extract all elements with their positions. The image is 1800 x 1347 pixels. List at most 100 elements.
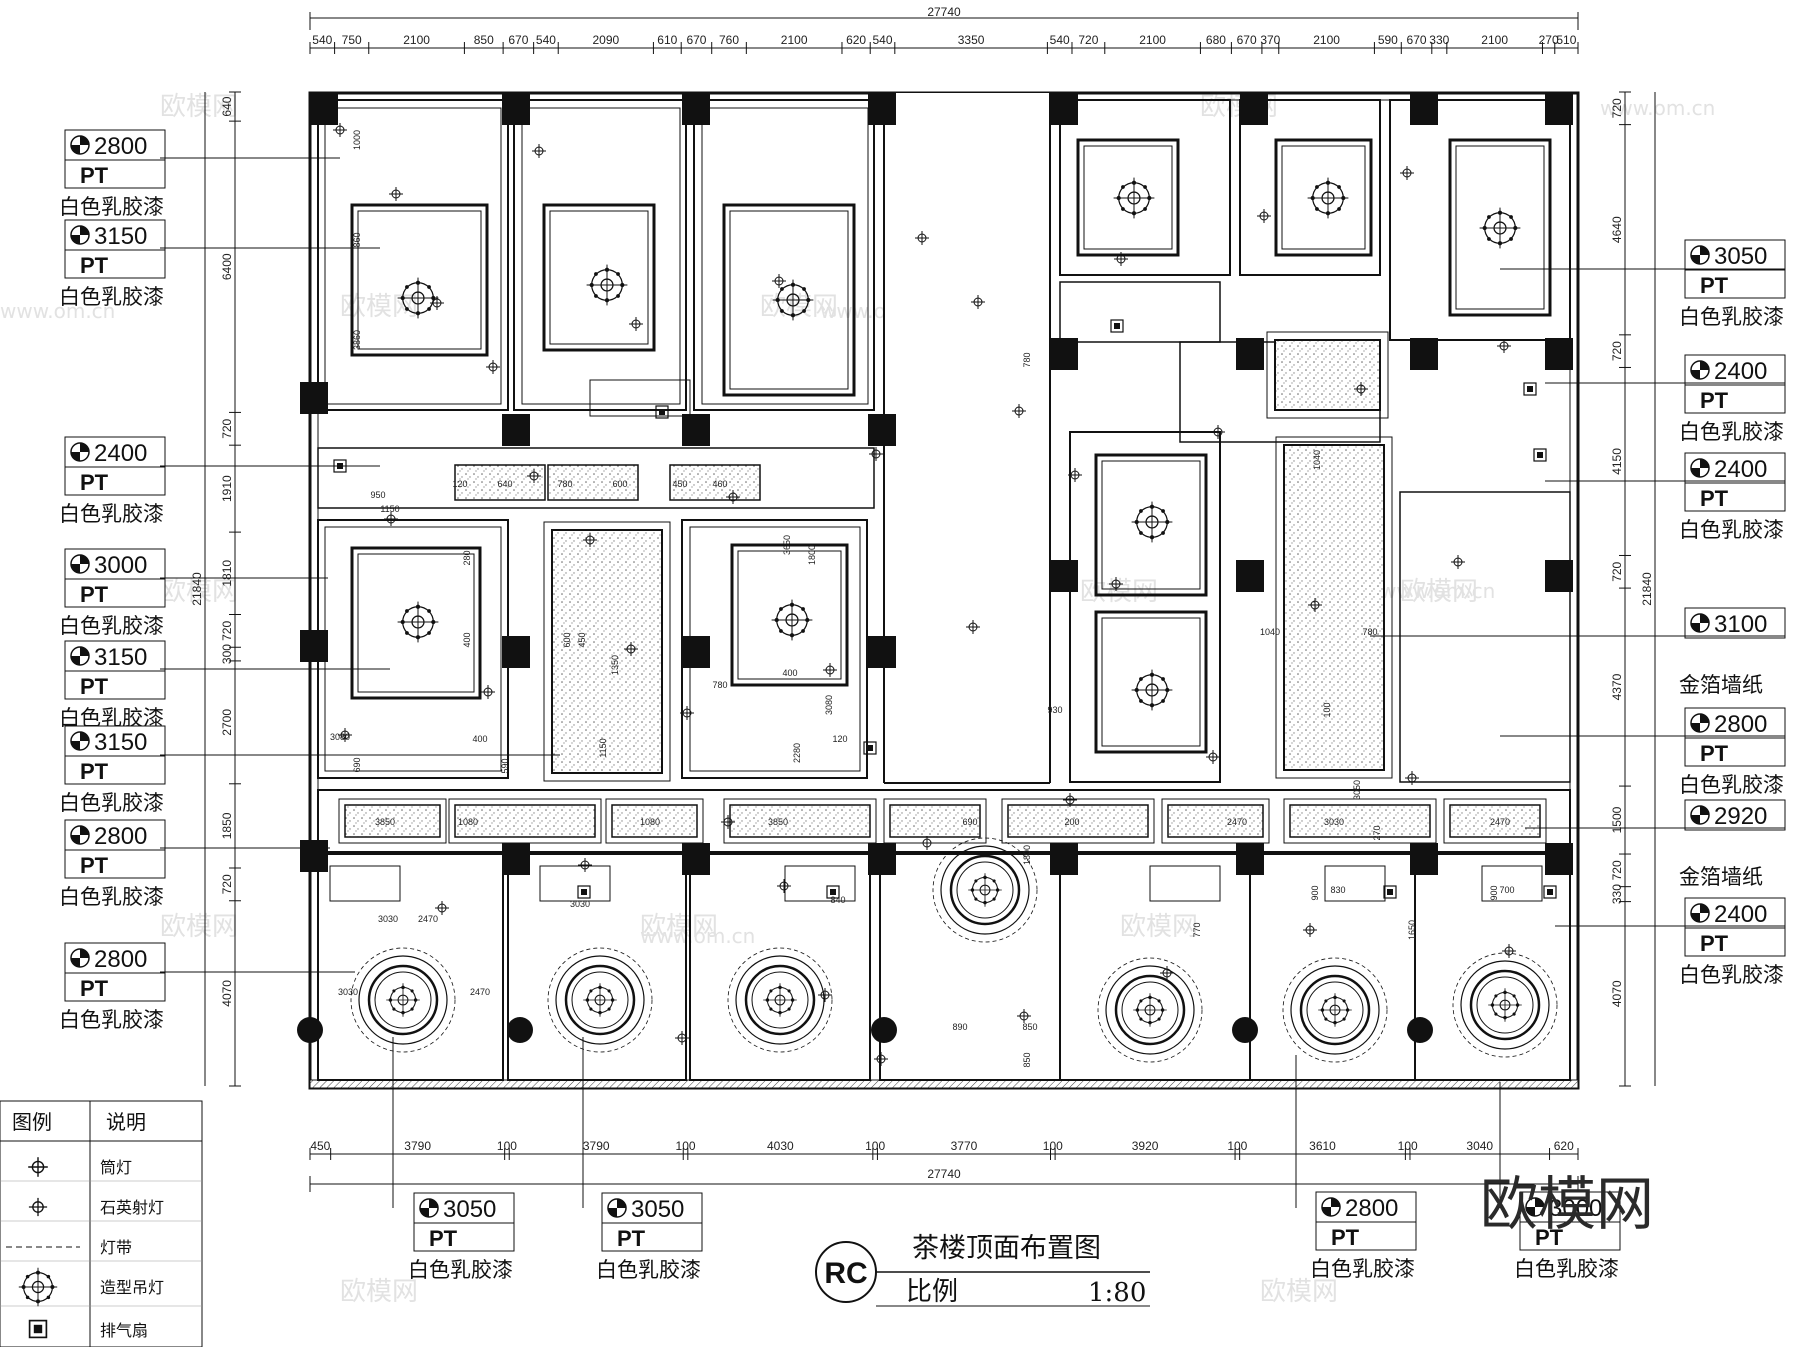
faint-watermark: 欧模网 — [1120, 912, 1198, 942]
downlight-icon — [1205, 749, 1221, 765]
private-room-m — [879, 853, 1061, 1081]
inner-dim-label: 3050 — [1352, 780, 1362, 800]
tag-height: 3050 — [443, 1196, 496, 1223]
drawing-title: 茶楼顶面布置图 — [912, 1233, 1101, 1264]
faint-watermark-url: www.om.cn — [640, 924, 755, 948]
tag-height: 2800 — [94, 823, 147, 850]
inner-dim-label: 450 — [672, 479, 687, 489]
corridor-panel — [1167, 804, 1264, 838]
inner-dim-label: 270 — [1372, 825, 1382, 840]
tag-height: 2800 — [94, 133, 147, 160]
round-chandelier-icon — [548, 948, 652, 1052]
chandelier-icon — [1478, 206, 1522, 250]
downlight-icon — [383, 511, 399, 527]
tag-description: 白色乳胶漆 — [1514, 1257, 1619, 1281]
downlight-icon — [434, 900, 450, 916]
tag-height: 3050 — [1714, 243, 1767, 270]
elevation-symbol-icon — [70, 948, 90, 968]
inner-dim-label: 1650 — [1407, 920, 1417, 940]
panel-frame — [605, 798, 704, 844]
inner-dim-label: 3850 — [375, 817, 395, 827]
bottom-dim-label: 3610 — [1309, 1139, 1336, 1153]
utility-area — [589, 379, 691, 417]
gold-foil-panels — [543, 331, 1393, 782]
room-outline — [729, 210, 849, 390]
inner-dim-label: 600 — [612, 479, 627, 489]
column — [1545, 843, 1573, 875]
elevation-symbol-icon — [1321, 1197, 1341, 1217]
elevation-symbol-icon — [607, 1198, 627, 1218]
exhaust-fan-icon — [863, 741, 877, 755]
left-dim-label: 720 — [220, 418, 234, 438]
inner-dim-label: 700 — [1499, 885, 1514, 895]
tag-description: 白色乳胶漆 — [1679, 305, 1784, 329]
bottom-dim-label: 3790 — [583, 1139, 610, 1153]
chandelier-icon — [18, 1267, 58, 1307]
tag-description: 白色乳胶漆 — [59, 502, 164, 526]
ceiling-recess — [722, 203, 856, 397]
round-column — [1407, 1017, 1433, 1043]
private-room-p — [1414, 853, 1571, 1081]
ceiling-tags: 2800PT白色乳胶漆3150PT白色乳胶漆2400PT白色乳胶漆3000PT白… — [59, 129, 1786, 1282]
downlight-icon — [480, 684, 496, 700]
tag-code-box — [1315, 1221, 1417, 1251]
chandelier-icon — [1130, 668, 1174, 712]
round-column — [871, 1017, 897, 1043]
tag-code-box — [64, 972, 166, 1002]
inner-dim-label: 1800 — [1022, 845, 1032, 865]
tag-height: 2920 — [1714, 803, 1767, 830]
private-room-f — [1059, 99, 1231, 276]
column — [502, 93, 530, 125]
round-column — [1232, 1017, 1258, 1043]
tag-height: 3000 — [94, 552, 147, 579]
tag-code: PT — [80, 976, 109, 1001]
scale-label: 比例 — [906, 1277, 958, 1307]
private-room-l — [689, 853, 871, 1081]
bottom-dim-label: 3920 — [1132, 1139, 1159, 1153]
top-dim-label: 540 — [872, 33, 892, 47]
column — [1545, 560, 1573, 592]
ceiling-recess — [730, 543, 849, 687]
elevation-symbol-icon — [70, 731, 90, 751]
elevation-symbol-icon — [70, 646, 90, 666]
chandelier-icon — [1112, 176, 1156, 220]
column — [1410, 338, 1438, 370]
inner-dim-label: 830 — [1330, 885, 1345, 895]
tag-code: PT — [1700, 388, 1729, 413]
downlight-icon — [27, 1156, 49, 1178]
bottom-dim-label: 100 — [865, 1139, 885, 1153]
room-outline — [329, 865, 401, 902]
column — [300, 382, 328, 414]
corridor-panel — [1449, 804, 1541, 838]
scale-value: 1:80 — [1088, 1278, 1146, 1308]
bottom-dim-label: 100 — [1227, 1139, 1247, 1153]
tag-height: 3100 — [1714, 611, 1767, 638]
gold-foil-panel — [1283, 444, 1385, 771]
left-dim-label: 720 — [220, 621, 234, 641]
faint-watermark-url: www.om.cn — [1380, 579, 1495, 603]
inner-dim-label: 3030 — [338, 987, 358, 997]
faint-watermark: 欧模网 — [160, 912, 238, 942]
bottom-dim-label: 100 — [1043, 1139, 1063, 1153]
chandelier-icon — [770, 598, 814, 642]
room-outline — [1083, 145, 1173, 250]
bottom-dim-label: 620 — [1554, 1139, 1574, 1153]
tag-description: 白色乳胶漆 — [59, 1008, 164, 1032]
tag-code-box — [413, 1222, 515, 1252]
downlight-icon — [771, 273, 787, 289]
inner-dim-label: 1040 — [1260, 627, 1280, 637]
downlight-icon — [1450, 554, 1466, 570]
tag-height-box — [1315, 1191, 1417, 1223]
round-column — [297, 1017, 323, 1043]
sheet-code: RC — [824, 1257, 867, 1290]
downlight-icon — [628, 316, 644, 332]
inner-dim-label: 600 — [562, 632, 572, 647]
tag-description: 白色乳胶漆 — [1310, 1257, 1415, 1281]
